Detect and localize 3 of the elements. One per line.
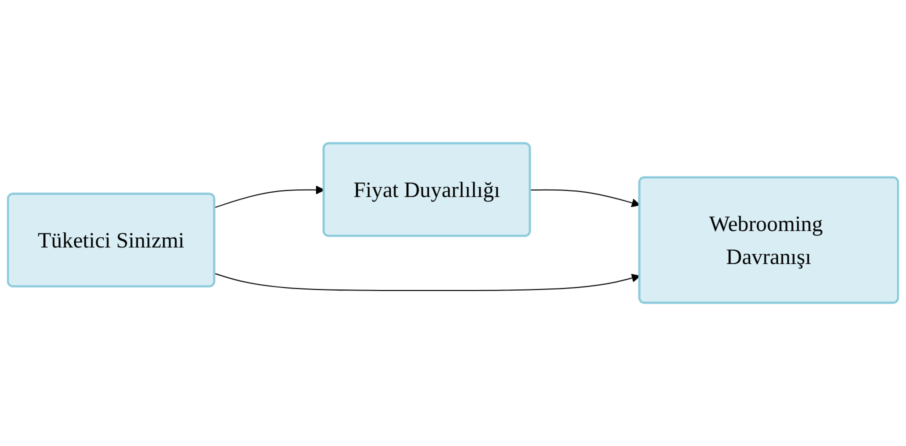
arrow [214,186,325,208]
arrow [214,273,640,292]
arrow [530,189,640,208]
